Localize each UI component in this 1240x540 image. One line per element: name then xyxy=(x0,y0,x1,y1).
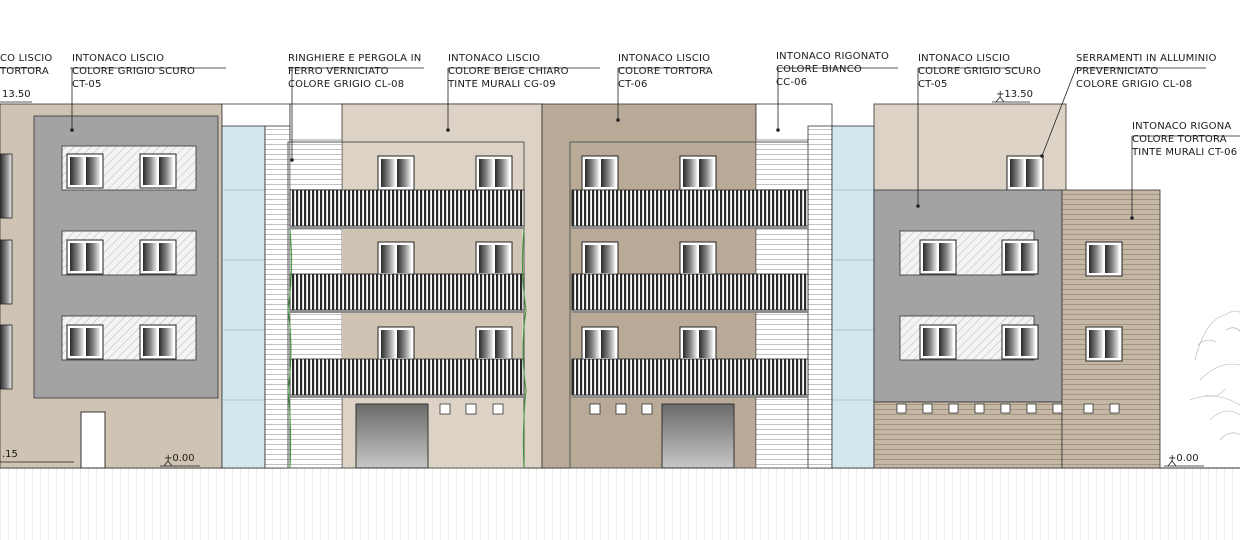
level-label-ground-a: +0.00 xyxy=(164,453,195,464)
garage-door-beige xyxy=(355,403,429,469)
level-label-top-right: +13.50 xyxy=(996,89,1034,100)
left-door xyxy=(80,411,106,469)
striped-panel-left xyxy=(264,125,291,469)
balcony-railing-3 xyxy=(289,358,525,396)
balcony-railing-2 xyxy=(289,273,525,311)
volume-grigio-right xyxy=(873,189,1063,403)
tree-sketch xyxy=(1189,310,1240,441)
level-label-ground-left: .15 xyxy=(2,449,18,460)
left-window-bays xyxy=(0,145,197,390)
glass-tower-right xyxy=(831,125,875,469)
level-label-top-left: 13.50 xyxy=(2,89,31,100)
level-label-ground-b: +0.00 xyxy=(1168,453,1199,464)
level-markers xyxy=(0,96,1204,467)
balcony-railing-1 xyxy=(289,189,525,227)
leader-lines xyxy=(0,67,1240,218)
glass-tower-left xyxy=(221,125,266,469)
ground-strip xyxy=(0,468,1240,540)
garage-door-tortora xyxy=(661,403,735,469)
